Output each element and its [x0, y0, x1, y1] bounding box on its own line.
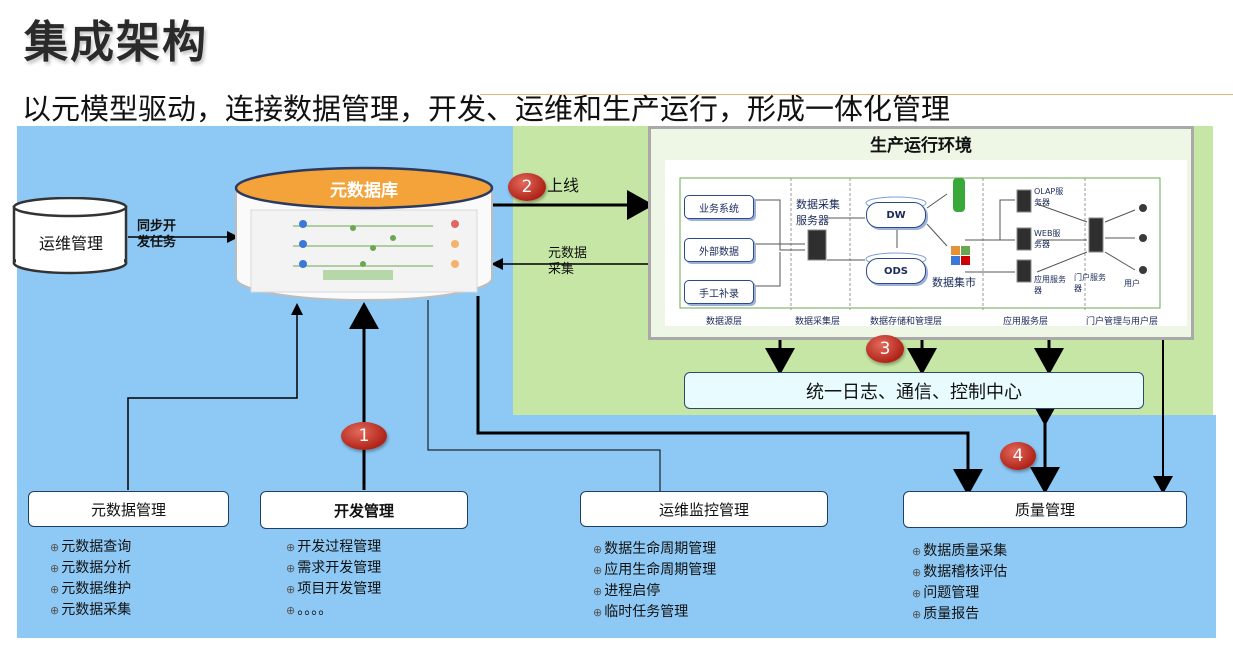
bullet-icon: ⊕: [286, 583, 296, 596]
layer-source: 数据源层: [706, 317, 743, 327]
step-badge-3: 3: [866, 335, 904, 363]
list-item: ⊕。。。。: [286, 602, 333, 618]
bullet-icon: ⊕: [50, 583, 60, 596]
title-divider: [480, 94, 1233, 95]
module-ops-monitor: 运维监控管理: [580, 491, 828, 527]
step-badge-1: 1: [341, 422, 387, 450]
ops-database-icon: [12, 197, 128, 275]
bullet-icon: ⊕: [286, 562, 296, 575]
module-quality: 质量管理: [903, 491, 1187, 528]
list-item: ⊕数据质量采集: [912, 543, 1008, 559]
metadata-db-title: 元数据库: [330, 181, 398, 201]
list-item: ⊕需求开发管理: [286, 560, 382, 576]
step-badge-2: 2: [508, 173, 546, 201]
list-item: ⊕项目开发管理: [286, 581, 382, 597]
bullet-icon: ⊕: [286, 604, 296, 617]
bullet-icon: ⊕: [912, 587, 922, 600]
production-title: 生产运行环境: [870, 136, 972, 156]
list-item: ⊕进程启停: [593, 583, 661, 599]
control-center-box: 统一日志、通信、控制中心: [684, 372, 1144, 409]
source-external: 外部数据: [684, 238, 754, 262]
bullet-icon: ⊕: [912, 566, 922, 579]
list-item: ⊕开发过程管理: [286, 539, 382, 555]
list-item: ⊕临时任务管理: [593, 604, 689, 620]
list-item: ⊕元数据分析: [50, 560, 132, 576]
module-ops-list: ⊕数据生命周期管理 ⊕应用生命周期管理 ⊕进程启停 ⊕临时任务管理: [593, 539, 716, 623]
list-item: ⊕数据生命周期管理: [593, 541, 717, 557]
module-quality-list: ⊕数据质量采集 ⊕数据稽核评估 ⊕问题管理 ⊕质量报告: [912, 541, 1007, 625]
source-business: 业务系统: [684, 195, 754, 219]
step-badge-4: 4: [1000, 442, 1036, 470]
metadata-db-icon: [234, 166, 494, 301]
bullet-icon: ⊕: [912, 545, 922, 558]
bullet-icon: ⊕: [50, 604, 60, 617]
ods-store: ODS: [866, 258, 926, 284]
bullet-icon: ⊕: [286, 541, 296, 554]
module-development: 开发管理: [260, 491, 468, 529]
app-server-label: 应用服务器: [1034, 275, 1066, 295]
list-item: ⊕数据稽核评估: [912, 564, 1008, 580]
module-metadata: 元数据管理: [28, 491, 229, 527]
data-mart-label: 数据集市: [932, 276, 976, 289]
page-title: 集成架构: [24, 17, 208, 68]
bullet-icon: ⊕: [912, 608, 922, 621]
user-label: 用户: [1124, 279, 1140, 288]
bullet-icon: ⊕: [593, 606, 603, 619]
web-server-label: WEB服务器: [1034, 229, 1061, 249]
bullet-icon: ⊕: [50, 541, 60, 554]
collect-label: 元数据采集: [548, 246, 588, 277]
bullet-icon: ⊕: [593, 585, 603, 598]
page-subtitle: 以元模型驱动，连接数据管理，开发、运维和生产运行，形成一体化管理: [22, 92, 951, 126]
olap-server-label: OLAP服务器: [1034, 187, 1064, 207]
ops-database-label: 运维管理: [38, 234, 103, 253]
bullet-icon: ⊕: [50, 562, 60, 575]
list-item: ⊕问题管理: [912, 585, 980, 601]
collector-server-label: 数据采集服务器: [796, 198, 840, 227]
sync-task-label: 同步开发任务: [137, 219, 177, 250]
list-item: ⊕元数据采集: [50, 602, 132, 618]
online-label: 上线: [547, 176, 580, 195]
portal-server-label: 门户服务器: [1074, 273, 1106, 293]
bullet-icon: ⊕: [593, 543, 603, 556]
layer-collect: 数据采集层: [795, 317, 841, 327]
source-manual: 手工补录: [684, 280, 754, 304]
module-metadata-list: ⊕元数据查询 ⊕元数据分析 ⊕元数据维护 ⊕元数据采集: [50, 537, 131, 621]
layer-storage: 数据存储和管理层: [870, 317, 943, 327]
module-development-list: ⊕开发过程管理 ⊕需求开发管理 ⊕项目开发管理 ⊕。。。。: [286, 537, 381, 621]
bullet-icon: ⊕: [593, 564, 603, 577]
list-item: ⊕质量报告: [912, 606, 980, 622]
dw-store: DW: [866, 202, 926, 228]
layer-app: 应用服务层: [1003, 317, 1049, 327]
list-item: ⊕元数据查询: [50, 539, 132, 555]
list-item: ⊕元数据维护: [50, 581, 132, 597]
list-item: ⊕应用生命周期管理: [593, 562, 717, 578]
layer-portal: 门户管理与用户层: [1086, 317, 1159, 327]
